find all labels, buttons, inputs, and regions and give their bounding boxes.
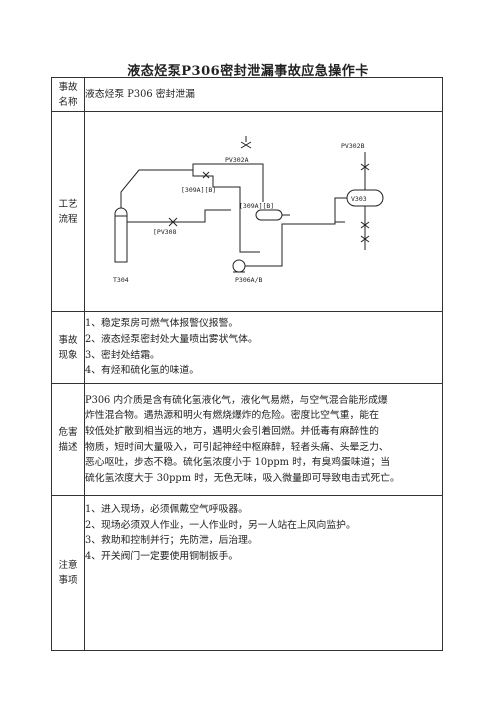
label-line: 现象 [58,349,78,361]
label-t304: T304 [113,276,129,284]
label-line: 危害 [58,426,78,438]
phenomena-item: 2、液态烃泵密封处大量喷出雾状气体。 [85,333,258,345]
label-hazard-description: 危害 描述 [51,383,85,496]
label-pv308: [PV308 [153,228,177,236]
label-v303: V303 [351,195,367,203]
notes-list: 1、进入现场，必须佩戴空气呼吸器。 2、现场必须双人作业，一人作业时，另一人站在… [84,495,443,651]
label-accident-name: 事故 名称 [51,77,85,112]
label-line: 工艺 [58,198,78,210]
label-process-flow: 工艺 流程 [51,111,85,312]
p306-pump-shape [232,259,246,273]
phenomena-item: 4、有烃和硫化氢的味道。 [85,365,199,377]
t304-column-shape [114,207,128,263]
accident-name-text: 液态烃泵 P306 密封泄漏 [85,88,195,100]
phenomena-item: 1、稳定泵房可燃气体报警仪报警。 [85,318,239,330]
notes-item: 2、现场必须双人作业，一人作业时，另一人站在上风向监护。 [85,519,356,531]
label-line: 事故 [58,81,78,93]
hazard-line: 较低处扩散到相当远的地方，遇明火会引着回燃。并低毒有麻醉性的 [85,425,379,437]
label-valve-309ab: [309A][B] [239,202,274,210]
label-line: 注意 [58,560,78,571]
label-line: 流程 [58,213,78,225]
process-flow-diagram: PV302A PV302B [309A][B] [309A][B] [PV308… [113,136,384,284]
label-valve-302ab-upper: [309A][B] [181,186,216,194]
hazard-line: 恶心呕吐，步态不稳。硫化氢浓度小于 10ppm 时，有臭鸡蛋味道；当 [85,457,391,469]
accident-name-value: 液态烃泵 P306 密封泄漏 [84,77,443,112]
hazard-line: 硫化氢浓度大于 30ppm 时，无色无味，吸入微量即可导致电击式死亡。 [85,472,400,484]
hazard-line: 炸性混合物。遇热源和明火有燃烧爆炸的危险。密度比空气重，能在 [85,410,379,422]
label-pv302a: PV302A [225,156,249,164]
exchanger-309ab-shape [255,209,283,221]
label-p306: P306A/B [235,276,262,284]
row-process-flow: 工艺 流程 [51,111,443,312]
row-notes: 注意 事项 1、进入现场，必须佩戴空气呼吸器。 2、现场必须双人作业，一人作业时… [51,495,443,651]
hazard-line: P306 内介质是含有硫化氢液化气，液化气易燃，与空气混合能形成爆 [85,394,388,406]
hazard-description-text: P306 内介质是含有硫化氢液化气，液化气易燃，与空气混合能形成爆 炸性混合物。… [84,383,443,496]
row-accident-name: 事故 名称 液态烃泵 P306 密封泄漏 [51,77,443,112]
label-accident-phenomena: 事故 现象 [51,311,85,384]
notes-item: 1、进入现场，必须佩戴空气呼吸器。 [85,504,248,515]
row-hazard-description: 危害 描述 P306 内介质是含有硫化氢液化气，液化气易燃，与空气混合能形成爆 … [51,383,443,496]
emergency-card-table: 事故 名称 液态烃泵 P306 密封泄漏 工艺 流程 [51,77,443,651]
label-line: 名称 [58,96,78,108]
phenomena-item: 3、密封处结霜。 [85,349,160,361]
process-flow-diagram-cell: PV302A PV302B [309A][B] [309A][B] [PV308… [84,111,443,312]
row-accident-phenomena: 事故 现象 1、稳定泵房可燃气体报警仪报警。 2、液态烃泵密封处大量喷出雾状气体… [51,311,443,384]
label-line: 描述 [58,441,78,453]
hazard-line: 物质，短时间大量吸入，可引起神经中枢麻醉，轻者头痛、头晕乏力、 [85,441,389,453]
phenomena-list: 1、稳定泵房可燃气体报警仪报警。 2、液态烃泵密封处大量喷出雾状气体。 3、密封… [84,311,443,384]
notes-item: 4、开关阀门一定要使用铜制扳手。 [85,550,239,562]
page-title: 液态烃泵P306密封泄漏事故应急操作卡 [127,64,369,79]
label-line: 事项 [58,575,78,586]
label-notes: 注意 事项 [51,495,85,651]
label-pv302b: PV302B [341,142,365,150]
label-line: 事故 [58,334,78,346]
notes-item: 3、救助和控制并行；先防泄，后治理。 [85,535,258,547]
